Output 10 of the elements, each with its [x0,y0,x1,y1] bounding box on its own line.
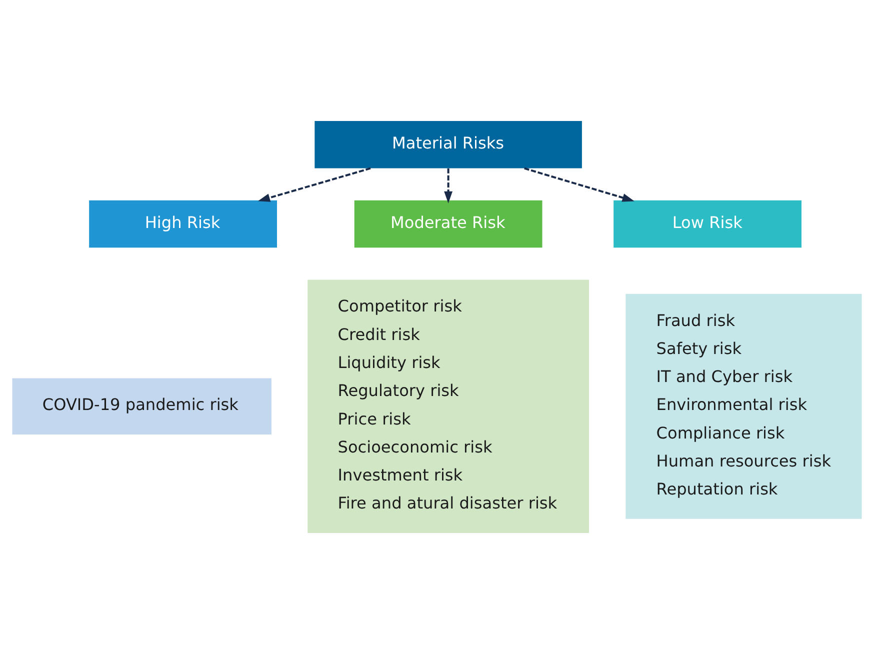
node-box: Fraud risk Safety risk IT and Cyber risk Environmental risk Compliance risk Human resources risk Reputation risk [626,294,862,519]
node-box: Material Risks [314,121,582,168]
arrow [524,167,634,202]
node-box: High Risk [89,200,277,248]
node-box: Competitor risk Credit risk Liquidity risk Regulatory risk Price risk Socioeconomic risk Investment risk Fire and atural disaster risk [308,280,589,533]
node-box: Low Risk [614,200,802,248]
arrow [444,168,453,204]
arrow [258,167,371,202]
node-box: COVID-19 pandemic risk [12,378,272,434]
node-box: Moderate Risk [354,200,542,248]
